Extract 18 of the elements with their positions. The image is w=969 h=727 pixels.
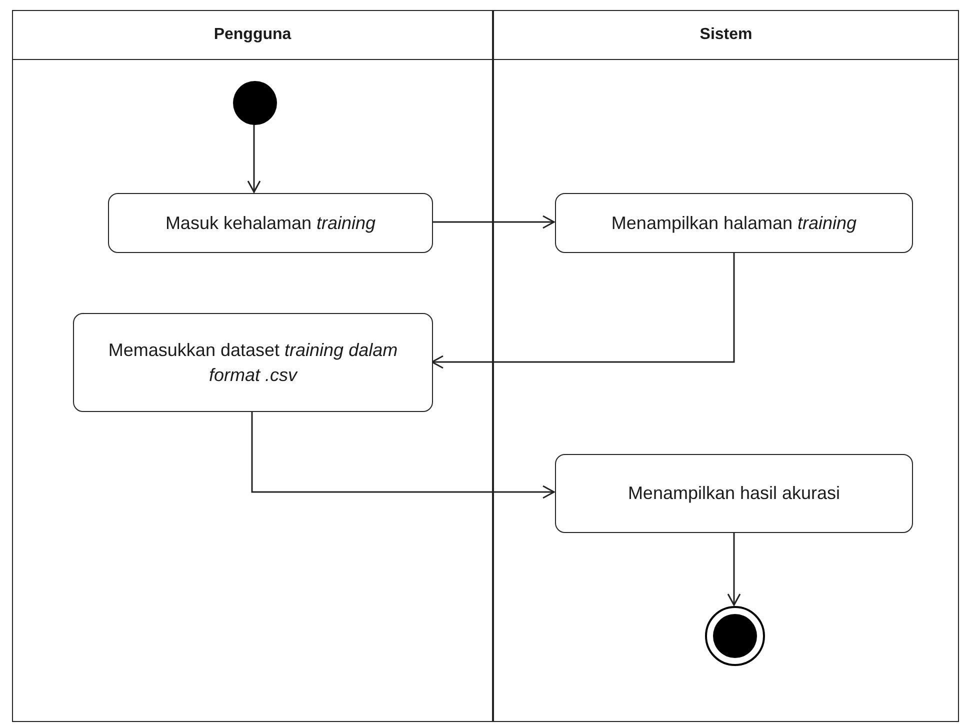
arrow (247, 124, 261, 193)
action-label: Menampilkan hasil akurasi (628, 482, 840, 506)
lane-title: Sistem (700, 26, 752, 44)
arrow (431, 252, 735, 369)
action-node (73, 313, 433, 412)
action-label: Memasukkan dataset training dalam format .csv (107, 339, 399, 386)
start-node (233, 81, 277, 125)
arrow (432, 215, 555, 229)
action-label: Masuk kehalaman training (165, 212, 376, 235)
swimlane (12, 10, 493, 722)
action-node (108, 193, 433, 253)
arrow (727, 532, 741, 606)
swimlane (493, 10, 959, 722)
action-node (555, 454, 913, 533)
action-node (555, 193, 913, 253)
lane-title: Pengguna (214, 26, 292, 44)
action-label: Menampilkan halaman training (611, 212, 857, 235)
arrow (251, 411, 555, 499)
